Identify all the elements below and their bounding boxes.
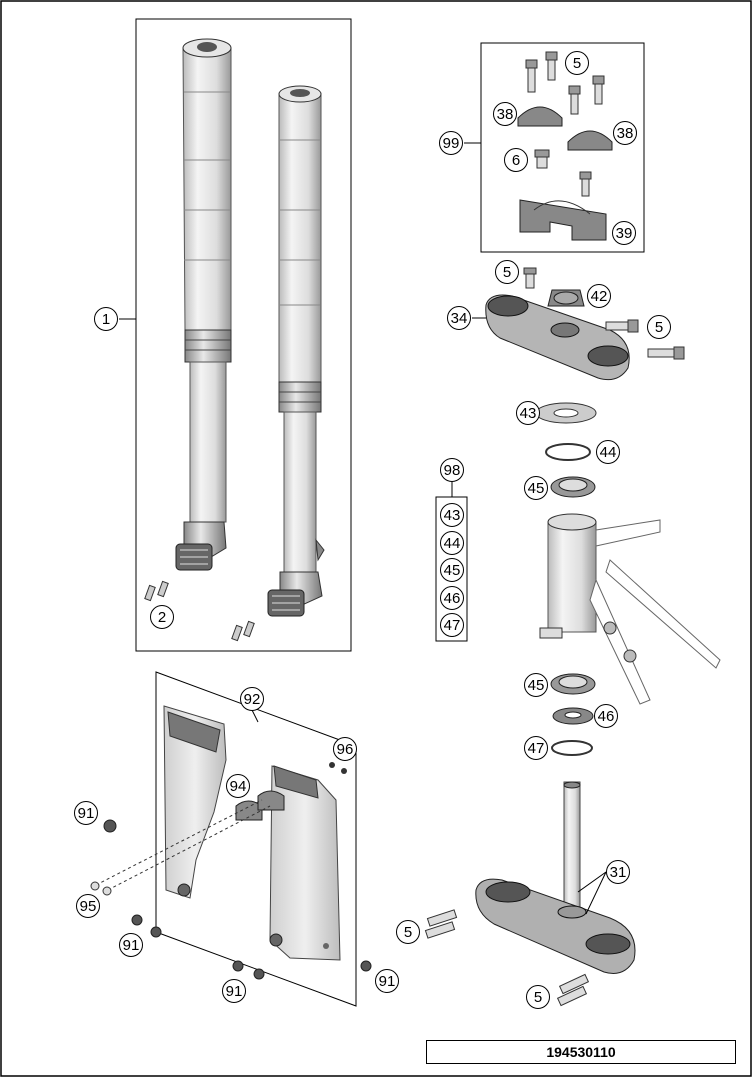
- callout-31: 31: [606, 860, 630, 884]
- svg-text:91: 91: [123, 937, 140, 954]
- svg-text:43: 43: [520, 405, 537, 422]
- callout-5: 5: [526, 985, 550, 1009]
- callout-91: 91: [375, 969, 399, 993]
- callout-98-43: 43: [440, 503, 464, 527]
- callout-91: 91: [74, 801, 98, 825]
- lower-triple-clamp: [424, 781, 636, 1007]
- right-fork-leg: [267, 85, 325, 617]
- callout-5: 5: [495, 260, 519, 284]
- callout-98: 98: [440, 458, 464, 482]
- bearing-kit-list: [435, 481, 468, 642]
- callout-6: 6: [504, 148, 528, 172]
- callout-5: 5: [647, 315, 671, 339]
- svg-text:5: 5: [503, 264, 511, 281]
- svg-text:46: 46: [598, 708, 615, 725]
- svg-text:47: 47: [444, 617, 461, 634]
- svg-text:42: 42: [591, 288, 608, 305]
- svg-text:2: 2: [158, 609, 166, 626]
- document-number: 194530110: [546, 1044, 616, 1060]
- svg-text:5: 5: [534, 989, 542, 1006]
- callouts: 1 2 5 38 38 99 6 39 5 42 34 5 43 44 98 4…: [74, 51, 671, 1009]
- callout-95: 95: [76, 894, 100, 918]
- svg-text:43: 43: [444, 507, 461, 524]
- handlebar-clamp-kit-group: [464, 42, 645, 253]
- svg-text:38: 38: [497, 106, 514, 123]
- callout-39: 39: [612, 221, 636, 245]
- left-fork-leg: [175, 38, 232, 571]
- callout-45: 45: [524, 673, 548, 697]
- callout-34: 34: [447, 306, 471, 330]
- svg-text:5: 5: [655, 319, 663, 336]
- callout-98-44: 44: [440, 531, 464, 555]
- svg-text:44: 44: [444, 535, 461, 552]
- steering-bearing-stack: [535, 402, 721, 756]
- callout-46: 46: [594, 704, 618, 728]
- callout-91: 91: [222, 979, 246, 1003]
- callout-47: 47: [524, 736, 548, 760]
- clamp-bolts-right: [231, 620, 255, 642]
- svg-text:34: 34: [451, 310, 468, 327]
- callout-98-46: 46: [440, 586, 464, 610]
- callout-38: 38: [493, 102, 517, 126]
- document-number-box: 194530110: [426, 1040, 736, 1064]
- svg-text:6: 6: [512, 152, 520, 169]
- callout-5: 5: [565, 51, 589, 75]
- svg-text:92: 92: [244, 691, 261, 708]
- callout-94: 94: [226, 774, 250, 798]
- callout-45: 45: [524, 476, 548, 500]
- callout-99: 99: [439, 131, 463, 155]
- svg-text:91: 91: [379, 973, 396, 990]
- callout-91: 91: [119, 933, 143, 957]
- callout-2: 2: [150, 605, 174, 629]
- callout-43: 43: [516, 401, 540, 425]
- svg-text:91: 91: [78, 805, 95, 822]
- svg-text:47: 47: [528, 740, 545, 757]
- svg-text:96: 96: [337, 741, 354, 758]
- callout-98-45: 45: [440, 558, 464, 582]
- callout-42: 42: [587, 284, 611, 308]
- svg-text:94: 94: [230, 778, 247, 795]
- svg-text:99: 99: [443, 135, 460, 152]
- svg-text:95: 95: [80, 898, 97, 915]
- svg-text:98: 98: [444, 462, 461, 479]
- svg-text:31: 31: [610, 864, 627, 881]
- svg-text:38: 38: [617, 125, 634, 142]
- svg-text:44: 44: [600, 444, 617, 461]
- callout-1: 1: [94, 307, 118, 331]
- callout-96: 96: [333, 737, 357, 761]
- svg-text:5: 5: [573, 55, 581, 72]
- svg-text:46: 46: [444, 590, 461, 607]
- svg-text:45: 45: [444, 562, 461, 579]
- svg-text:45: 45: [528, 677, 545, 694]
- clamp-bolts-left: [144, 580, 169, 602]
- callout-98-47: 47: [440, 613, 464, 637]
- svg-text:39: 39: [616, 225, 633, 242]
- fork-legs-group: [119, 18, 352, 652]
- callout-5: 5: [396, 920, 420, 944]
- callout-44: 44: [596, 440, 620, 464]
- upper-triple-clamp: [472, 267, 685, 381]
- callout-38: 38: [613, 121, 637, 145]
- svg-text:1: 1: [102, 311, 110, 328]
- svg-text:91: 91: [226, 983, 243, 1000]
- svg-text:45: 45: [528, 480, 545, 497]
- svg-text:5: 5: [404, 924, 412, 941]
- callout-92: 92: [240, 687, 264, 711]
- fork-guard-group: [90, 671, 372, 1007]
